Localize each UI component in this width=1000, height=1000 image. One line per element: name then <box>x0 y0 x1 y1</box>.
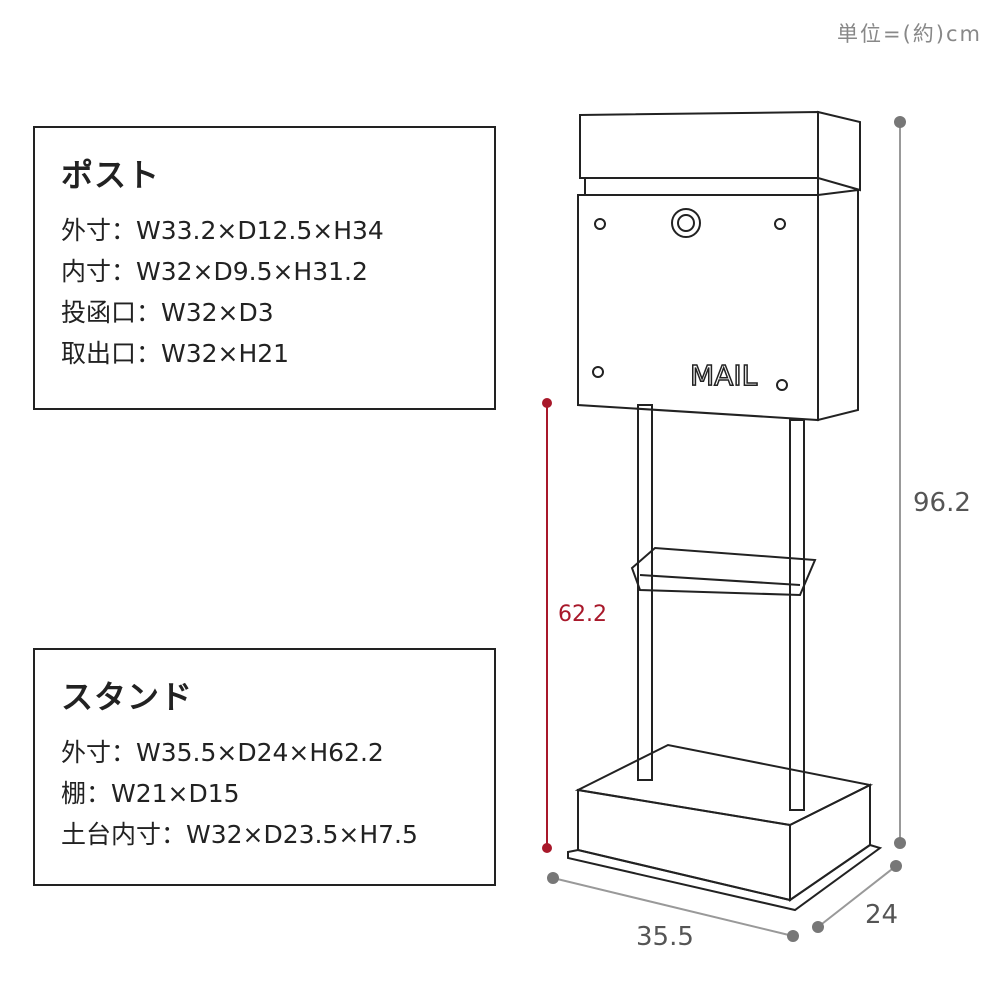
stand-base <box>567 743 883 912</box>
stand-height-label: 62.2 <box>558 602 607 627</box>
depth-label: 24 <box>865 900 899 930</box>
mailbox <box>577 110 861 422</box>
stand-posts <box>637 404 805 811</box>
post-spec-line: 取出口：W32×H21 <box>61 339 290 368</box>
total-height-label: 96.2 <box>913 488 971 518</box>
stand-spec-box: スタンド 外寸：W35.5×D24×H62.2 棚：W21×D15 土台内寸：W… <box>33 648 496 886</box>
depth-dimension-line <box>812 860 902 933</box>
stand-spec-line: 外寸：W35.5×D24×H62.2 <box>61 738 384 767</box>
stand-height-dimension-line <box>542 398 552 853</box>
height-dimension-line <box>894 116 906 849</box>
post-spec-box: ポスト 外寸：W33.2×D12.5×H34 内寸：W32×D9.5×H31.2… <box>33 126 496 410</box>
mail-label: MAIL <box>690 359 758 392</box>
post-spec-line: 外寸：W33.2×D12.5×H34 <box>61 216 384 245</box>
stand-spec-line: 棚：W21×D15 <box>61 779 240 808</box>
width-dimension-line <box>547 872 799 942</box>
post-title: ポスト <box>61 156 161 194</box>
width-label: 35.5 <box>636 922 694 952</box>
unit-label: 単位=(約)cm <box>837 22 982 46</box>
post-spec-line: 内寸：W32×D9.5×H31.2 <box>61 257 368 286</box>
stand-title: スタンド <box>61 678 194 716</box>
shelf <box>630 546 817 597</box>
post-spec-line: 投函口：W32×D3 <box>61 298 274 327</box>
stand-spec-line: 土台内寸：W32×D23.5×H7.5 <box>61 820 418 849</box>
